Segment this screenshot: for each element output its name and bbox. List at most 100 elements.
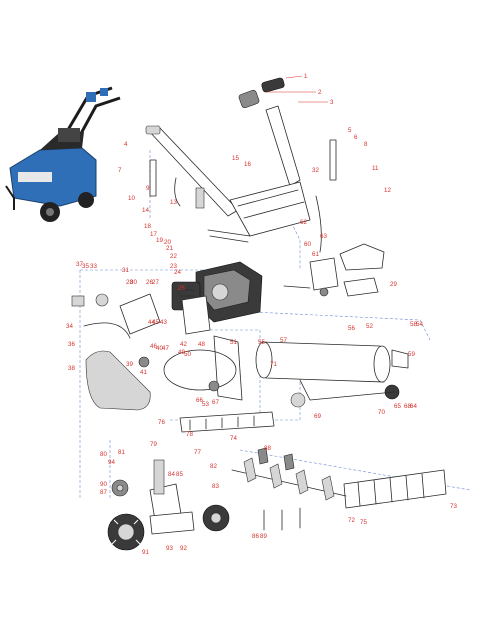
callout-label: 79: [150, 441, 157, 448]
callout-label: 6: [354, 134, 358, 141]
wheel-left: [107, 513, 145, 551]
callout-label: 89: [260, 533, 267, 540]
callout-label: 32: [312, 167, 319, 174]
callout-label: 86: [252, 533, 259, 540]
callout-label: 30: [130, 279, 137, 286]
callout-label: 91: [142, 549, 149, 556]
callout-label: 20: [164, 239, 171, 246]
auger-housing: [213, 335, 409, 408]
callout-label: 15: [232, 155, 239, 162]
callout-label: 9: [146, 185, 150, 192]
callout-label: 92: [180, 545, 187, 552]
callout-label: 63: [320, 233, 327, 240]
callout-labels: 1 2 3 4 5 6 7 8 9 10 11 12 13 14 15 16 1…: [66, 73, 457, 556]
callout-label: 94: [108, 459, 115, 466]
callout-label: 24: [174, 269, 181, 276]
callout-label: 48: [198, 341, 205, 348]
callout-label: 18: [144, 223, 151, 230]
callout-label: 10: [128, 195, 135, 202]
callout-label: 71: [270, 361, 277, 368]
callout-label: 43: [160, 319, 167, 326]
callout-label: 38: [68, 365, 75, 372]
callout-label: 84: [168, 471, 175, 478]
callout-label: 7: [118, 167, 122, 174]
belt-drive: [71, 293, 237, 411]
callout-label: 83: [212, 483, 219, 490]
callout-label: 36: [68, 341, 75, 348]
callout-label: 28: [126, 279, 133, 286]
callout-label: 22: [170, 253, 177, 260]
callout-label: 50: [184, 351, 191, 358]
callout-label: 61: [312, 251, 319, 258]
callout-label: 81: [118, 449, 125, 456]
callout-label: 67: [212, 399, 219, 406]
callout-label: 57: [280, 337, 287, 344]
callout-label: 21: [166, 245, 173, 252]
callout-label: 76: [158, 419, 165, 426]
callout-label: 64: [410, 403, 417, 410]
callout-label: 62: [300, 219, 307, 226]
callout-label: 72: [348, 517, 355, 524]
callout-label: 34: [66, 323, 73, 330]
callout-label: 45: [152, 319, 159, 326]
callout-label: 80: [100, 451, 107, 458]
callout-label: 60: [304, 241, 311, 248]
callout-label: 23: [170, 263, 177, 270]
machine-preview-icon: [5, 86, 121, 222]
callout-label: 25: [178, 285, 185, 292]
callout-label: 14: [142, 207, 149, 214]
gearbox-and-wheels: [107, 459, 230, 551]
callout-label: 1: [304, 73, 308, 80]
callout-label: 17: [150, 231, 157, 238]
callout-label: 93: [166, 545, 173, 552]
callout-label: 33: [90, 263, 97, 270]
handle-assembly: [145, 77, 337, 253]
callout-label: 26: [146, 279, 153, 286]
callout-label: 75: [360, 519, 367, 526]
callout-label: 16: [244, 161, 251, 168]
callout-label: 2: [318, 89, 322, 96]
wheel-right: [202, 504, 230, 532]
callout-label: 53: [202, 401, 209, 408]
callout-label: 44: [148, 319, 155, 326]
callout-label: 39: [126, 361, 133, 368]
callout-label: 12: [384, 187, 391, 194]
callout-label: 37: [76, 261, 83, 268]
callout-label: 19: [156, 237, 163, 244]
callout-label: 88: [264, 445, 271, 452]
callout-label: 8: [364, 141, 368, 148]
callout-label: 74: [230, 435, 237, 442]
callout-label: 5: [348, 127, 352, 134]
callout-label: 27: [152, 279, 159, 286]
callout-label: 49: [178, 349, 185, 356]
callout-label: 59: [408, 351, 415, 358]
callout-label: 85: [176, 471, 183, 478]
callout-label: 41: [140, 369, 147, 376]
callout-label: 69: [314, 413, 321, 420]
callout-label: 4: [124, 141, 128, 148]
scraper-blades: [179, 411, 447, 509]
callout-label: 90: [100, 481, 107, 488]
callout-label: 55: [258, 339, 265, 346]
callout-label: 3: [330, 99, 334, 106]
callout-label: 51: [230, 339, 237, 346]
cutter-shaft: [231, 447, 347, 531]
callout-label: 42: [180, 341, 187, 348]
callout-label: 87: [100, 489, 107, 496]
callout-label: 11: [372, 165, 379, 172]
callout-label: 58: [410, 321, 417, 328]
callout-label: 52: [366, 323, 373, 330]
callout-label: 47: [162, 345, 169, 352]
callout-label: 66: [196, 397, 203, 404]
callout-label: 56: [348, 325, 355, 332]
callout-label: 68: [404, 403, 411, 410]
callout-label: 46: [150, 343, 157, 350]
callout-label: 70: [378, 409, 385, 416]
callout-label: 13: [170, 199, 177, 206]
callout-label: 29: [390, 281, 397, 288]
callout-label: 78: [186, 431, 193, 438]
callout-label: 77: [194, 449, 201, 456]
callout-label: 31: [122, 267, 129, 274]
callout-label: 82: [210, 463, 217, 470]
